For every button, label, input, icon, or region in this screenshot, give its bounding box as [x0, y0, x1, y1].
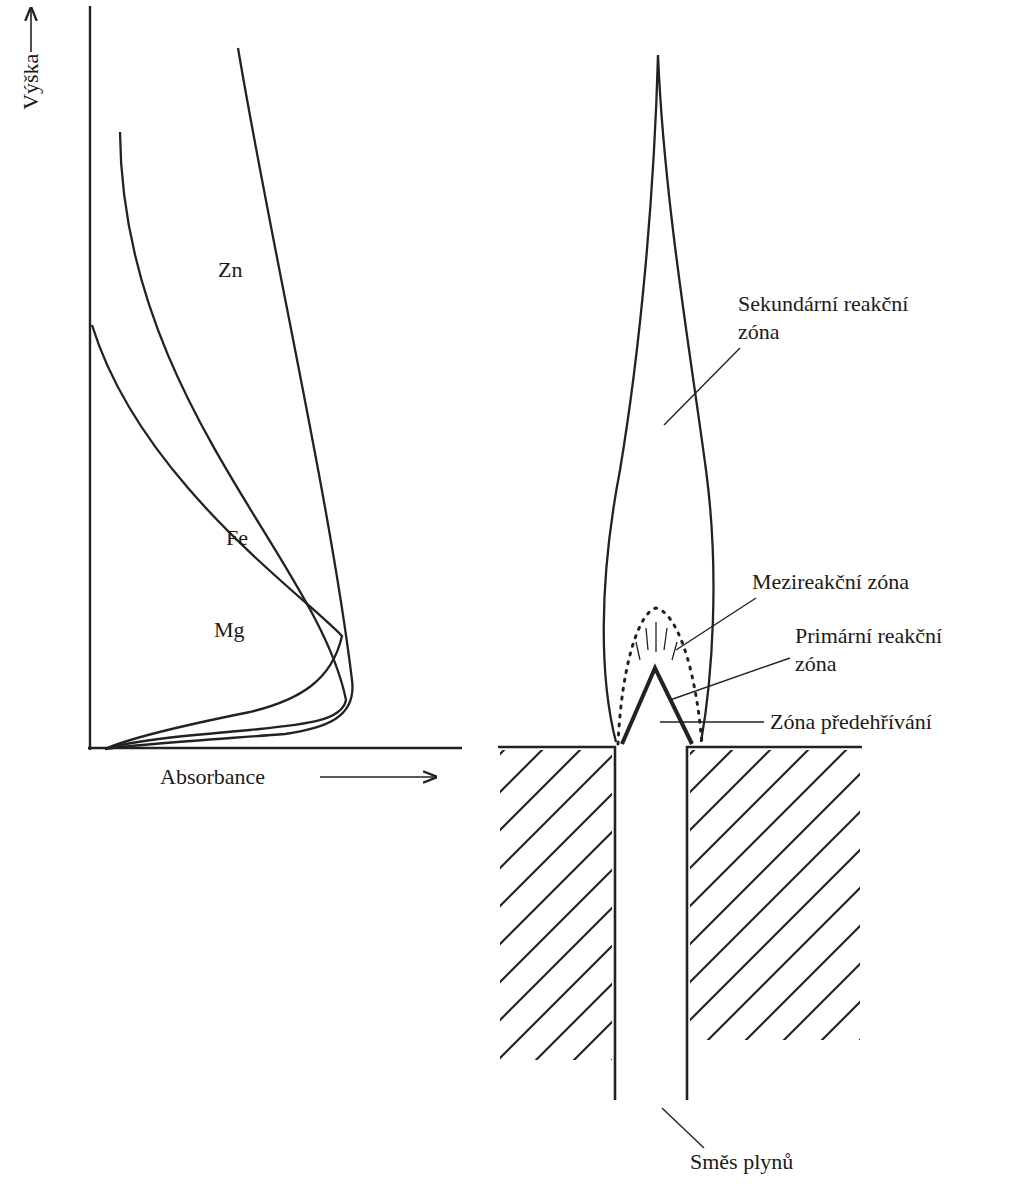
x-axis — [88, 747, 462, 749]
curve-label: Fe — [226, 524, 248, 552]
zone-label: Mezireakční zóna — [752, 568, 909, 596]
intermediate-zone-strokes — [636, 622, 677, 660]
curve-label: Zn — [218, 256, 242, 284]
axis-title: Absorbance — [160, 763, 265, 791]
curve-label: Mg — [214, 616, 245, 644]
primary-zone-cone — [622, 668, 692, 744]
axis-title: Výška — [17, 54, 45, 110]
leader-line — [660, 721, 764, 722]
tube-wall — [686, 746, 689, 1100]
intermediate-zone-dots — [618, 608, 702, 744]
fe-curve — [105, 132, 346, 749]
leader-line — [664, 348, 740, 425]
burner-top — [498, 746, 616, 749]
height-arrow — [30, 8, 32, 52]
burner-hatching — [690, 750, 860, 1040]
zone-label: Primární reakční zóna — [795, 622, 975, 677]
flame-outline — [604, 55, 714, 742]
burner-hatching — [500, 750, 612, 1060]
mg-curve — [92, 325, 342, 749]
leader-line — [670, 658, 790, 700]
leader-line — [662, 1108, 704, 1148]
y-axis — [89, 6, 91, 750]
tube-wall — [614, 746, 617, 1100]
zone-label: Zóna předehřívání — [770, 708, 932, 736]
burner-top — [686, 746, 862, 749]
part-label: Směs plynů — [690, 1148, 793, 1176]
zn-curve — [105, 48, 353, 749]
leader-line — [676, 598, 756, 650]
zone-label: Sekundární reakční zóna — [738, 290, 953, 345]
absorbance-arrow — [320, 776, 436, 778]
